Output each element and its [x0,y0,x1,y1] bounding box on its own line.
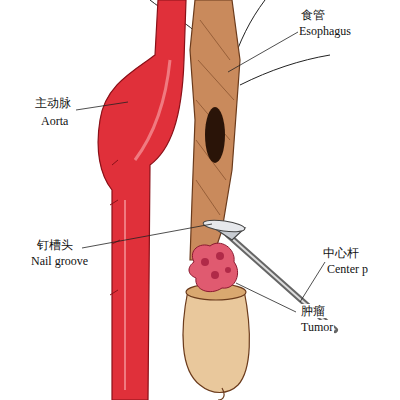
part-label: 肿瘤 [300,304,326,318]
part-label: 主动脉 [34,96,72,110]
part-label: Nail groove [30,254,89,268]
part-label: 钉槽头 [36,238,74,252]
part-label: Tumor [300,320,334,334]
part-label: Center p [326,262,369,276]
part-label: Aorta [40,114,69,128]
part-label: Esophagus [298,24,352,38]
part-label: 中心杆 [322,246,360,260]
part-label: 食管 [300,8,326,22]
